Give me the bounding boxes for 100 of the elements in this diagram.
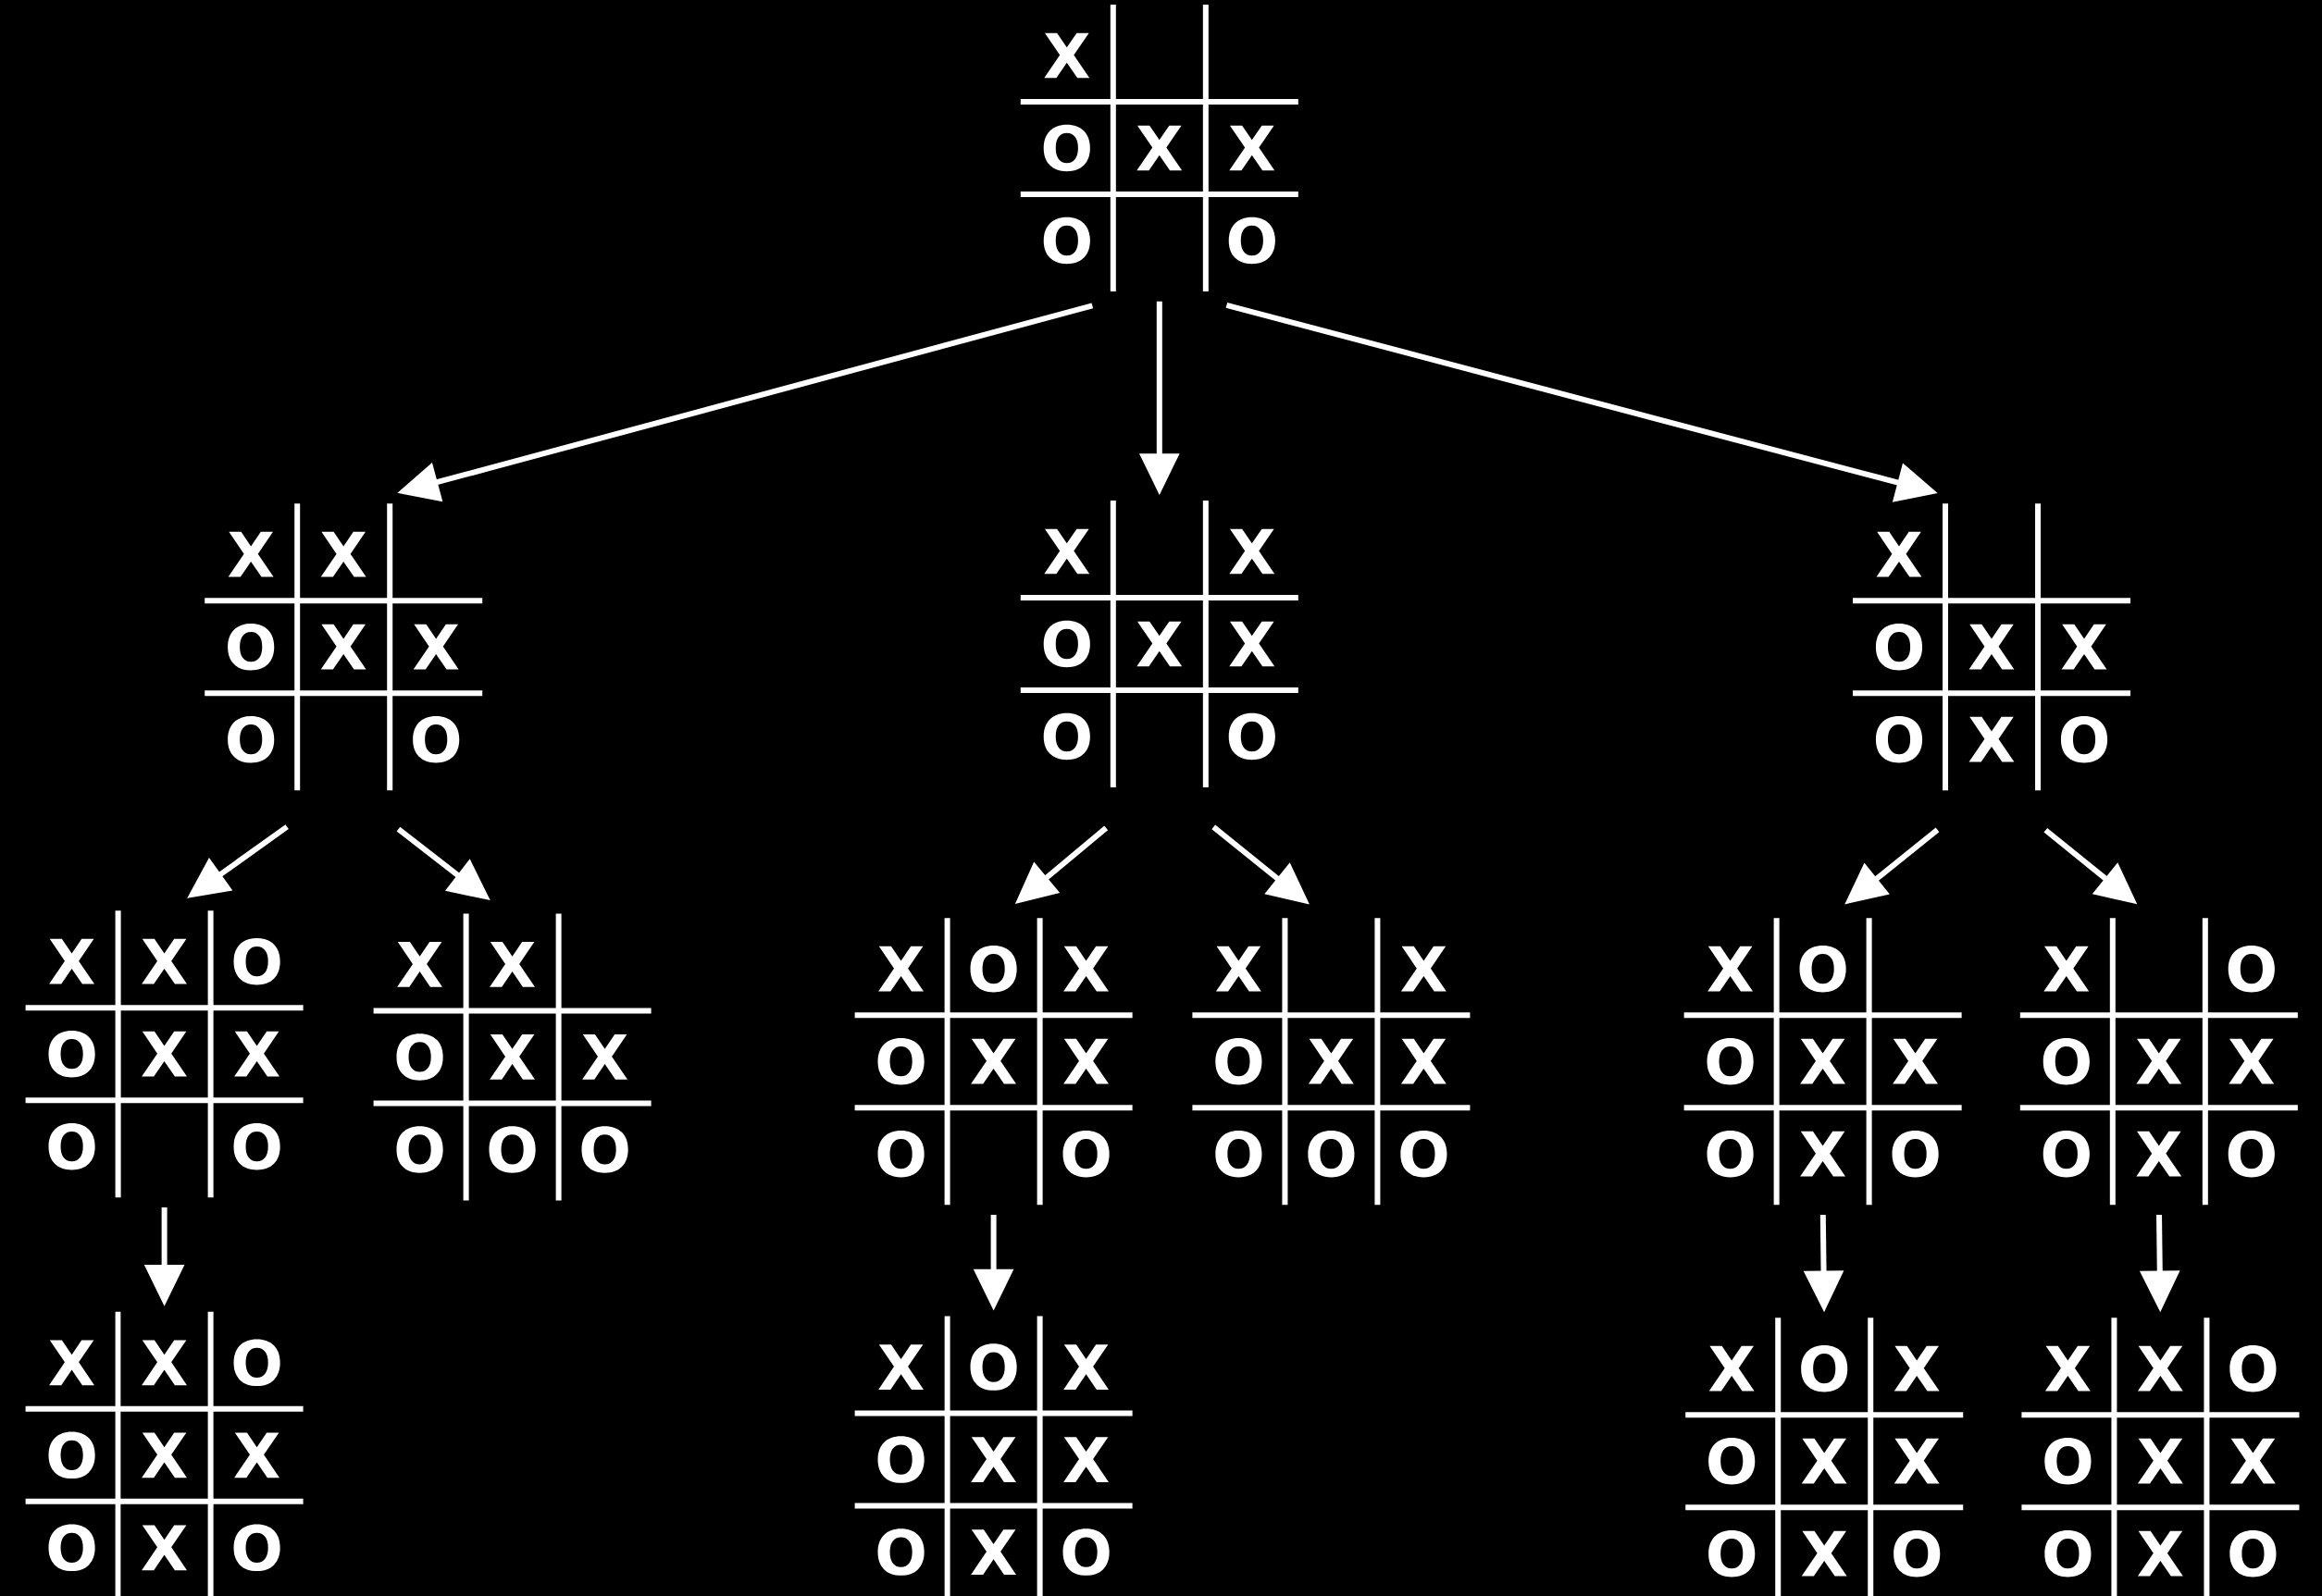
board-mark: X (1800, 1131, 1845, 1177)
board-mark: X (2136, 1038, 2182, 1084)
board-mark: X (1229, 621, 1275, 667)
board-mark: X (1044, 528, 1090, 575)
board-mark: X (878, 1344, 924, 1390)
board-mark: X (49, 938, 94, 984)
board-mark: O (581, 1126, 628, 1173)
tic-tac-toe-grid (2021, 1318, 2300, 1596)
board-mark: O (1799, 945, 1846, 993)
board-mark: X (2229, 1038, 2275, 1084)
board-mark: X (878, 946, 924, 992)
board-mark: O (233, 937, 280, 985)
board-mark: O (1062, 1130, 1110, 1178)
board-mark: O (1043, 712, 1090, 761)
board-mark: O (489, 1126, 536, 1173)
board-mark: O (396, 1126, 443, 1173)
board-mark: X (1308, 1038, 1354, 1084)
board-mark: X (1136, 125, 1183, 171)
board-mark: O (48, 1431, 95, 1479)
board-mark: O (48, 1122, 95, 1170)
board-mark: O (1043, 124, 1090, 172)
tic-tac-toe-grid (854, 918, 1133, 1206)
board-mark: X (971, 1038, 1016, 1084)
board-mark: X (142, 938, 187, 984)
board-mark: O (1043, 620, 1090, 668)
board-mark: X (2137, 1345, 2183, 1392)
board-mark: O (1875, 623, 1923, 671)
board-mark: X (2229, 1438, 2276, 1484)
tic-tac-toe-grid (1683, 918, 1962, 1206)
board-mark: X (1136, 621, 1183, 667)
board-mark: O (1708, 1529, 1756, 1577)
board-mark: O (877, 1436, 925, 1483)
board-mark: X (320, 624, 366, 670)
board-mark: O (233, 1339, 280, 1387)
board-mark: O (1707, 1037, 1754, 1085)
board-mark: X (582, 1034, 627, 1080)
board-mark: O (48, 1030, 95, 1078)
board-mark: X (1968, 716, 2015, 762)
board-mark: X (1215, 946, 1261, 992)
board-mark: O (2228, 945, 2275, 993)
board-mark: O (1894, 1529, 1941, 1577)
tic-tac-toe-grid (25, 1311, 304, 1596)
board-mark: O (2044, 1437, 2092, 1485)
board-mark: O (1875, 715, 1923, 763)
board-mark: X (1229, 528, 1275, 575)
board-mark: X (1063, 1437, 1109, 1482)
board-mark: X (234, 1031, 279, 1077)
board-mark: O (1708, 1437, 1756, 1485)
board-mark: O (1043, 217, 1090, 265)
board-mark: O (2043, 1130, 2090, 1178)
tic-tac-toe-grid (1020, 501, 1298, 787)
board-mark: O (1707, 1130, 1754, 1178)
board-mark: O (1892, 1130, 1939, 1178)
board-mark: X (1894, 1438, 1940, 1484)
board-mark: O (228, 715, 275, 763)
board-mark: O (1062, 1528, 1110, 1576)
board-mark: X (971, 1529, 1016, 1575)
board-mark: X (1801, 1530, 1847, 1577)
board-mark: O (1228, 712, 1275, 761)
board-mark: O (2043, 1037, 2090, 1085)
board-mark: X (1801, 1438, 1847, 1484)
board-mark: O (1215, 1130, 1262, 1178)
board-mark: O (877, 1528, 925, 1576)
board-mark: X (971, 1437, 1016, 1482)
board-mark: O (2060, 715, 2108, 763)
board-mark: O (2044, 1529, 2092, 1577)
tic-tac-toe-grid (2019, 918, 2298, 1206)
board-mark: O (233, 1122, 280, 1170)
board-mark: X (234, 1432, 279, 1478)
board-mark: O (2229, 1344, 2277, 1392)
board-mark: X (142, 1525, 187, 1571)
board-mark: O (877, 1130, 925, 1178)
board-mark: X (1893, 1038, 1938, 1084)
board-mark: O (877, 1037, 925, 1085)
board-mark: X (2061, 624, 2107, 670)
tic-tac-toe-grid (25, 910, 304, 1198)
board-mark: X (320, 531, 366, 577)
board-mark: O (970, 1343, 1017, 1391)
board-mark: X (397, 942, 442, 987)
board-mark: X (1400, 946, 1447, 992)
tic-tac-toe-grid (373, 913, 652, 1201)
board-mark: O (233, 1524, 280, 1572)
board-mark: O (1228, 217, 1275, 265)
board-mark: X (1708, 1345, 1755, 1392)
board-mark: O (396, 1033, 443, 1081)
board-mark: X (2044, 1345, 2091, 1392)
board-mark: X (2137, 1438, 2183, 1484)
board-mark: X (2137, 1530, 2183, 1577)
board-mark: X (1063, 1038, 1109, 1084)
board-mark: X (1229, 125, 1275, 171)
board-mark: O (413, 715, 460, 763)
board-mark: X (413, 624, 459, 670)
board-mark: X (1800, 1038, 1845, 1084)
board-mark: X (49, 1340, 94, 1386)
board-mark: X (1707, 946, 1753, 992)
board-mark: X (1063, 946, 1109, 992)
tic-tac-toe-grid (205, 503, 483, 791)
board-mark: X (142, 1340, 187, 1386)
board-mark: X (142, 1432, 187, 1478)
board-mark: X (1063, 1344, 1109, 1390)
